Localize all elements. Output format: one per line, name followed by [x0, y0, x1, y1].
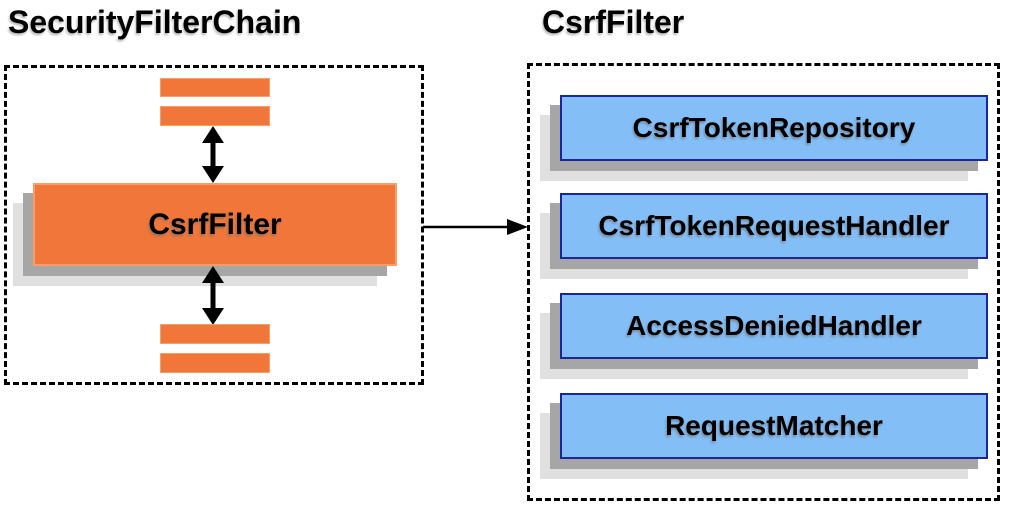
component-box-label: CsrfTokenRequestHandler — [598, 210, 950, 241]
bidirectional-arrow-icon — [201, 126, 225, 183]
csrf-filter-title: CsrfFilter — [542, 4, 685, 40]
flow-arrow-icon — [423, 217, 528, 237]
security-filter-chain-title: SecurityFilterChain — [8, 4, 302, 40]
component-box: CsrfTokenRepository — [560, 95, 988, 161]
csrf-filter-node-label: CsrfFilter — [148, 207, 282, 241]
security-filter-chain-panel — [4, 65, 424, 385]
bidirectional-arrow-icon — [201, 266, 225, 325]
filter-placeholder-bar — [160, 324, 270, 344]
component-box-label: AccessDeniedHandler — [626, 310, 922, 341]
csrf-filter-panel — [527, 63, 1000, 501]
component-box: CsrfTokenRequestHandler — [560, 193, 988, 259]
component-box: RequestMatcher — [560, 393, 988, 459]
filter-placeholder-bar — [160, 353, 270, 373]
filter-placeholder-bar — [160, 106, 270, 126]
filter-placeholder-bar — [160, 78, 270, 97]
component-box: AccessDeniedHandler — [560, 293, 988, 359]
component-box-label: CsrfTokenRepository — [632, 112, 916, 143]
component-box-label: RequestMatcher — [665, 410, 883, 441]
csrf-filter-node: CsrfFilter — [33, 183, 397, 266]
